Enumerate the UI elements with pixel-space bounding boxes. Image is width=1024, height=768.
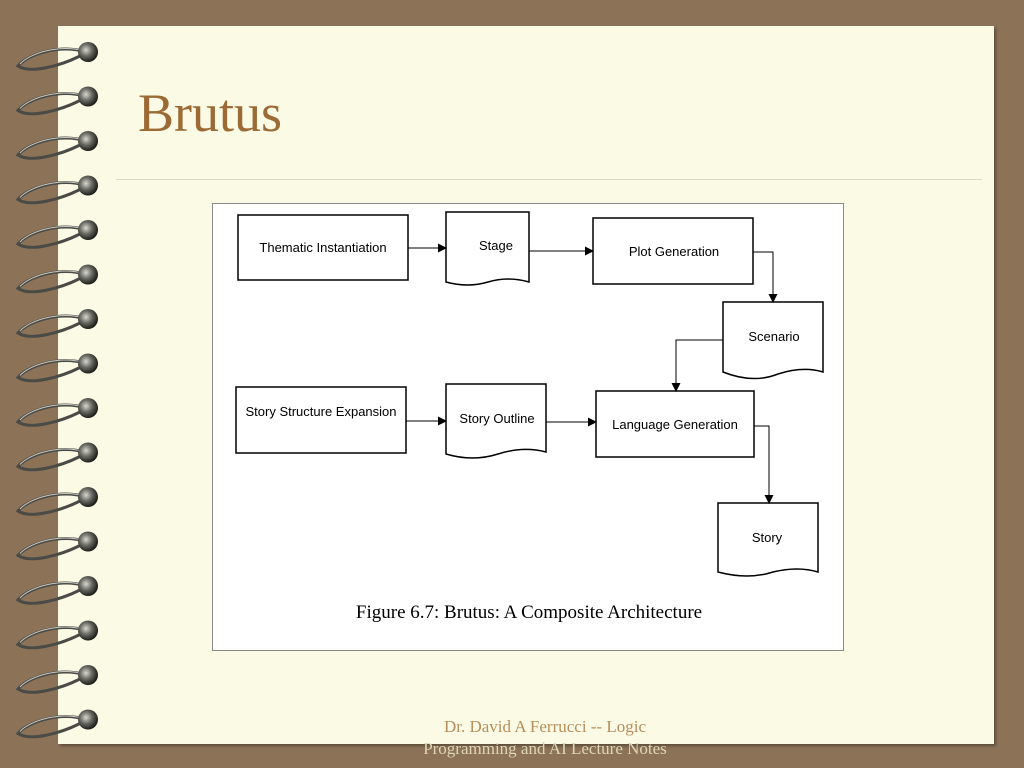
spiral-ring	[15, 86, 98, 116]
spiral-ring	[15, 309, 98, 338]
node-label: Plot Generation	[629, 244, 719, 259]
node-label: Thematic Instantiation	[259, 240, 386, 255]
node-label: Scenario	[748, 329, 799, 344]
spiral-ring	[15, 576, 98, 605]
node-story-structure-expansion: Story Structure Expansion	[235, 386, 407, 454]
slide-title: Brutus	[138, 83, 283, 143]
title-divider	[116, 179, 982, 180]
figure-caption: Figure 6.7: Brutus: A Composite Architec…	[355, 602, 703, 623]
node-label: Story	[752, 530, 783, 545]
spiral-binding	[15, 42, 98, 739]
node-story-outline: Story Outline	[445, 383, 547, 459]
edge-language-to-story	[754, 425, 774, 504]
spiral-ring	[15, 131, 98, 160]
spiral-ring	[15, 620, 98, 650]
edge-plot-to-scenario	[753, 251, 778, 303]
spiral-ring	[15, 531, 98, 561]
node-language-generation: Language Generation	[595, 390, 755, 458]
node-plot-generation: Plot Generation	[592, 217, 754, 285]
spiral-ring	[15, 353, 98, 383]
spiral-ring	[15, 665, 98, 694]
node-label: Language Generation	[612, 417, 738, 432]
node-scenario: Scenario	[722, 301, 824, 380]
footer-line-2: Programming and AI Lecture Notes	[423, 739, 667, 758]
node-thematic-instantiation: Thematic Instantiation	[237, 214, 409, 281]
footer-line-1: Dr. David A Ferrucci -- Logic	[443, 717, 647, 736]
node-label: Stage	[479, 238, 513, 253]
spiral-ring	[15, 220, 98, 249]
node-stage: Stage	[445, 211, 530, 286]
node-label: Story Outline	[459, 411, 534, 426]
slide-footer: Dr. David A Ferrucci -- Logic Programmin…	[380, 716, 710, 760]
spiral-ring	[15, 42, 98, 71]
spiral-ring	[15, 175, 98, 205]
edge-scenario-to-language	[671, 339, 723, 392]
spiral-ring	[15, 264, 98, 294]
node-story: Story	[717, 502, 819, 577]
spiral-ring	[15, 709, 98, 739]
architecture-figure: Thematic Instantiation Stage Plot Genera…	[212, 203, 844, 651]
spiral-ring	[15, 487, 98, 516]
spiral-ring	[15, 442, 98, 472]
node-label: Story Structure Expansion	[245, 404, 396, 419]
spiral-ring	[15, 398, 98, 427]
architecture-diagram: Thematic Instantiation Stage Plot Genera…	[235, 211, 824, 577]
